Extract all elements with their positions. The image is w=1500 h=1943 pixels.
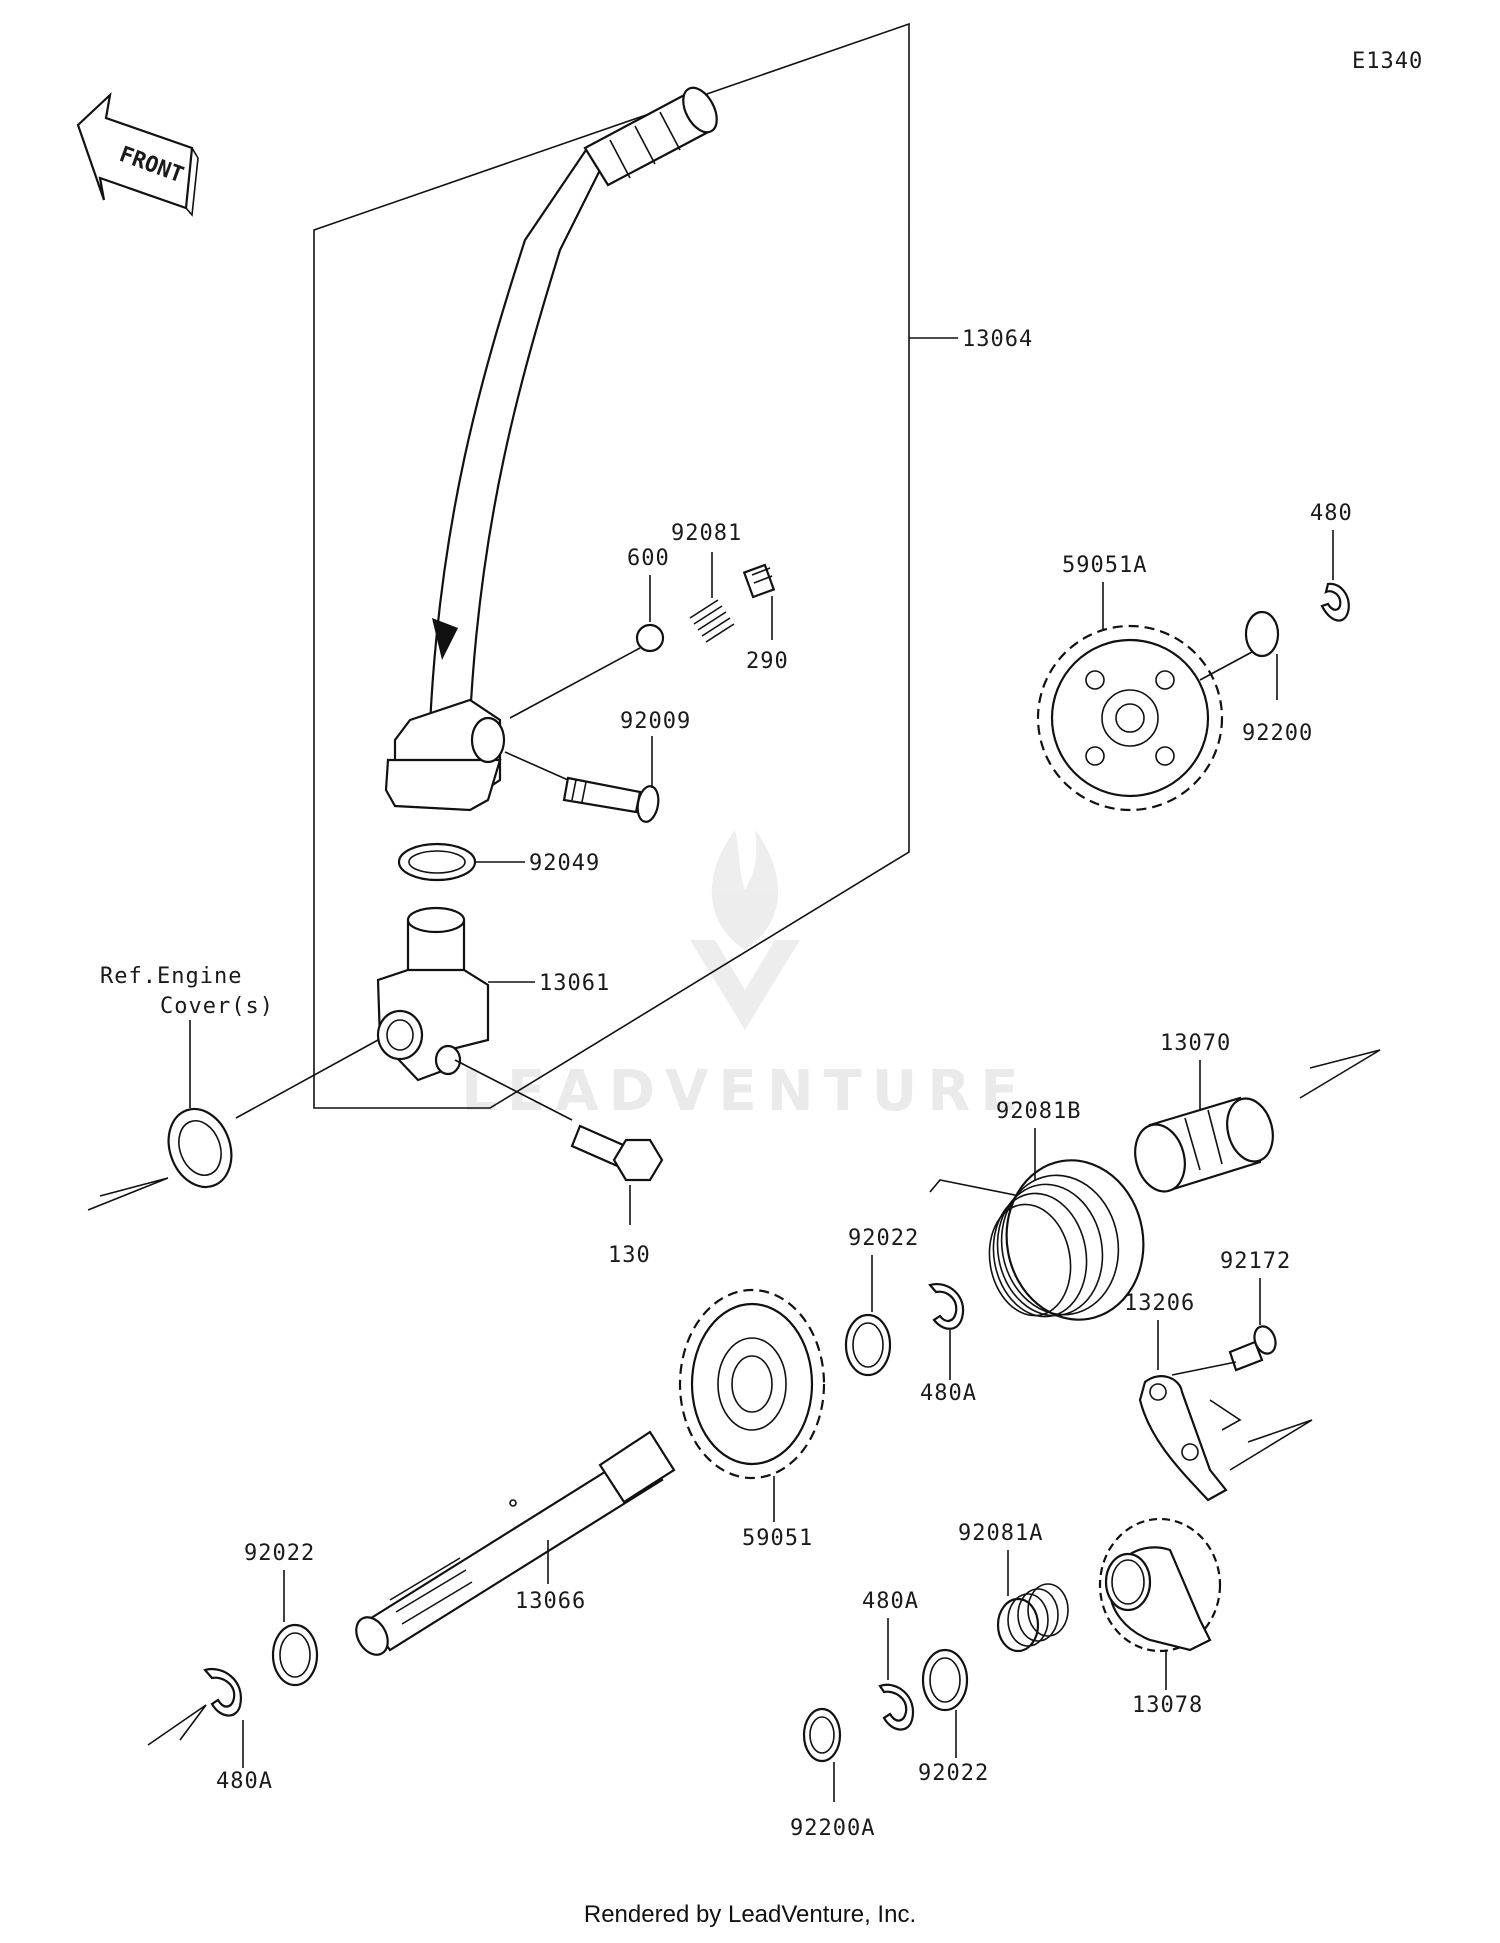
circlip-upper (928, 1282, 965, 1330)
label-92022-left: 92022 (244, 1541, 315, 1566)
label-13206: 13206 (1124, 1291, 1195, 1316)
assembly-bracket (313, 22, 910, 1109)
label-92172: 92172 (1220, 1249, 1291, 1274)
circlip-left (203, 1667, 243, 1717)
label-13070: 13070 (1160, 1031, 1231, 1056)
circlip (1320, 582, 1350, 622)
watermark-text: LEADVENTURE (461, 1059, 1028, 1124)
label-480A-bottom: 480A (862, 1589, 919, 1614)
label-59051A: 59051A (1062, 553, 1147, 578)
watermark: LEADVENTURE (461, 830, 1028, 1124)
ref-note-line1: Ref.Engine (100, 964, 242, 989)
label-13061: 13061 (539, 971, 610, 996)
label-92049: 92049 (529, 851, 600, 876)
steel-ball (635, 623, 665, 653)
label-59051: 59051 (742, 1526, 813, 1551)
kick-ratchet (1098, 1517, 1222, 1653)
label-480: 480 (1310, 501, 1353, 526)
label-92022-upper: 92022 (848, 1226, 919, 1251)
label-92081A: 92081A (958, 1521, 1043, 1546)
label-92081B: 92081B (996, 1099, 1081, 1124)
label-92081: 92081 (671, 521, 742, 546)
small-spring (689, 599, 735, 643)
ratchet-collar (1134, 1096, 1274, 1193)
ratchet-guide (1138, 1375, 1228, 1502)
kick-return-spring (929, 1159, 1145, 1321)
circlip-bottom (878, 1683, 915, 1731)
kick-shaft (355, 1430, 676, 1656)
engine-cover-seal (167, 1107, 233, 1189)
o-ring (397, 842, 477, 882)
diagram-code: E1340 (1352, 49, 1423, 74)
kick-shaft-holder (376, 906, 490, 1082)
label-92022-bottom: 92022 (918, 1761, 989, 1786)
label-290: 290 (746, 649, 789, 674)
footer-credit: Rendered by LeadVenture, Inc. (584, 1901, 916, 1928)
ratchet-spring (996, 1583, 1069, 1653)
kick-gear (678, 1288, 826, 1480)
label-13078: 13078 (1132, 1693, 1203, 1718)
label-130: 130 (608, 1243, 651, 1268)
pivot-bolt (562, 776, 660, 823)
label-13064: 13064 (962, 327, 1033, 352)
flange-bolt (570, 1124, 664, 1182)
label-92200A: 92200A (790, 1816, 875, 1841)
guide-screw (1228, 1325, 1277, 1372)
label-480A-upper: 480A (920, 1381, 977, 1406)
label-92009: 92009 (620, 709, 691, 734)
label-13066: 13066 (515, 1589, 586, 1614)
label-92200: 92200 (1242, 721, 1313, 746)
washer (1244, 610, 1280, 658)
front-arrow-icon: FRONT (76, 91, 199, 217)
kick-idle-gear (1036, 624, 1224, 812)
label-480A-left: 480A (216, 1769, 273, 1794)
plug (742, 563, 776, 599)
label-600: 600 (627, 546, 670, 571)
ref-note-line2: Cover(s) (160, 994, 274, 1019)
kick-pedal-arm (384, 86, 718, 812)
